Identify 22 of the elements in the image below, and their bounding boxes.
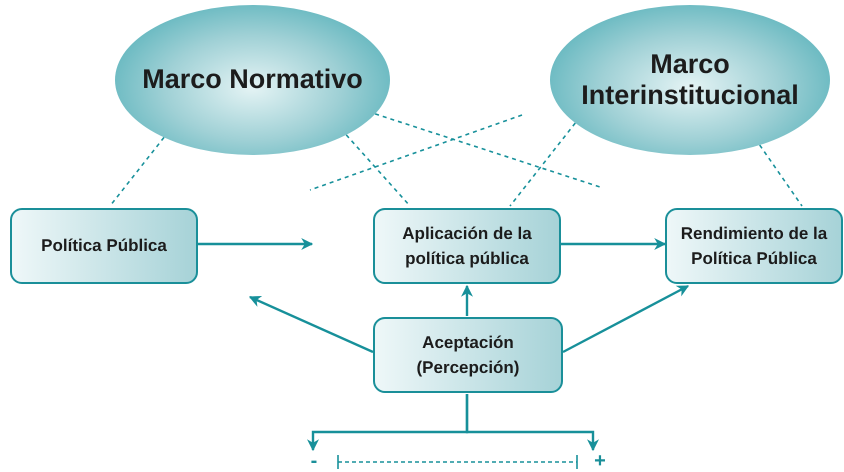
node-label: Aceptación (Percepción) xyxy=(416,332,520,379)
plus-label: + xyxy=(594,450,606,472)
node-label: Aplicación de la política pública xyxy=(401,222,533,270)
arrow xyxy=(562,284,690,354)
node-label: Marco Interinstitucional xyxy=(580,48,800,112)
arrow xyxy=(461,284,473,316)
arrow xyxy=(561,238,666,250)
node-label: Política Pública xyxy=(41,235,167,258)
process-box xyxy=(665,208,843,284)
dashed-connector xyxy=(509,122,576,206)
minus-label: - xyxy=(310,450,318,472)
arrow xyxy=(248,296,374,354)
process-box xyxy=(373,208,561,284)
process-box xyxy=(373,317,563,393)
dashed-connector xyxy=(109,136,165,206)
node-label: Rendimiento de la Política Pública xyxy=(680,222,828,270)
node-label: Marco Normativo xyxy=(142,64,363,96)
process-box xyxy=(10,208,198,284)
arrow xyxy=(466,394,599,452)
dashed-connector xyxy=(374,113,600,188)
arrow xyxy=(198,238,314,250)
dashed-connector xyxy=(759,144,803,206)
